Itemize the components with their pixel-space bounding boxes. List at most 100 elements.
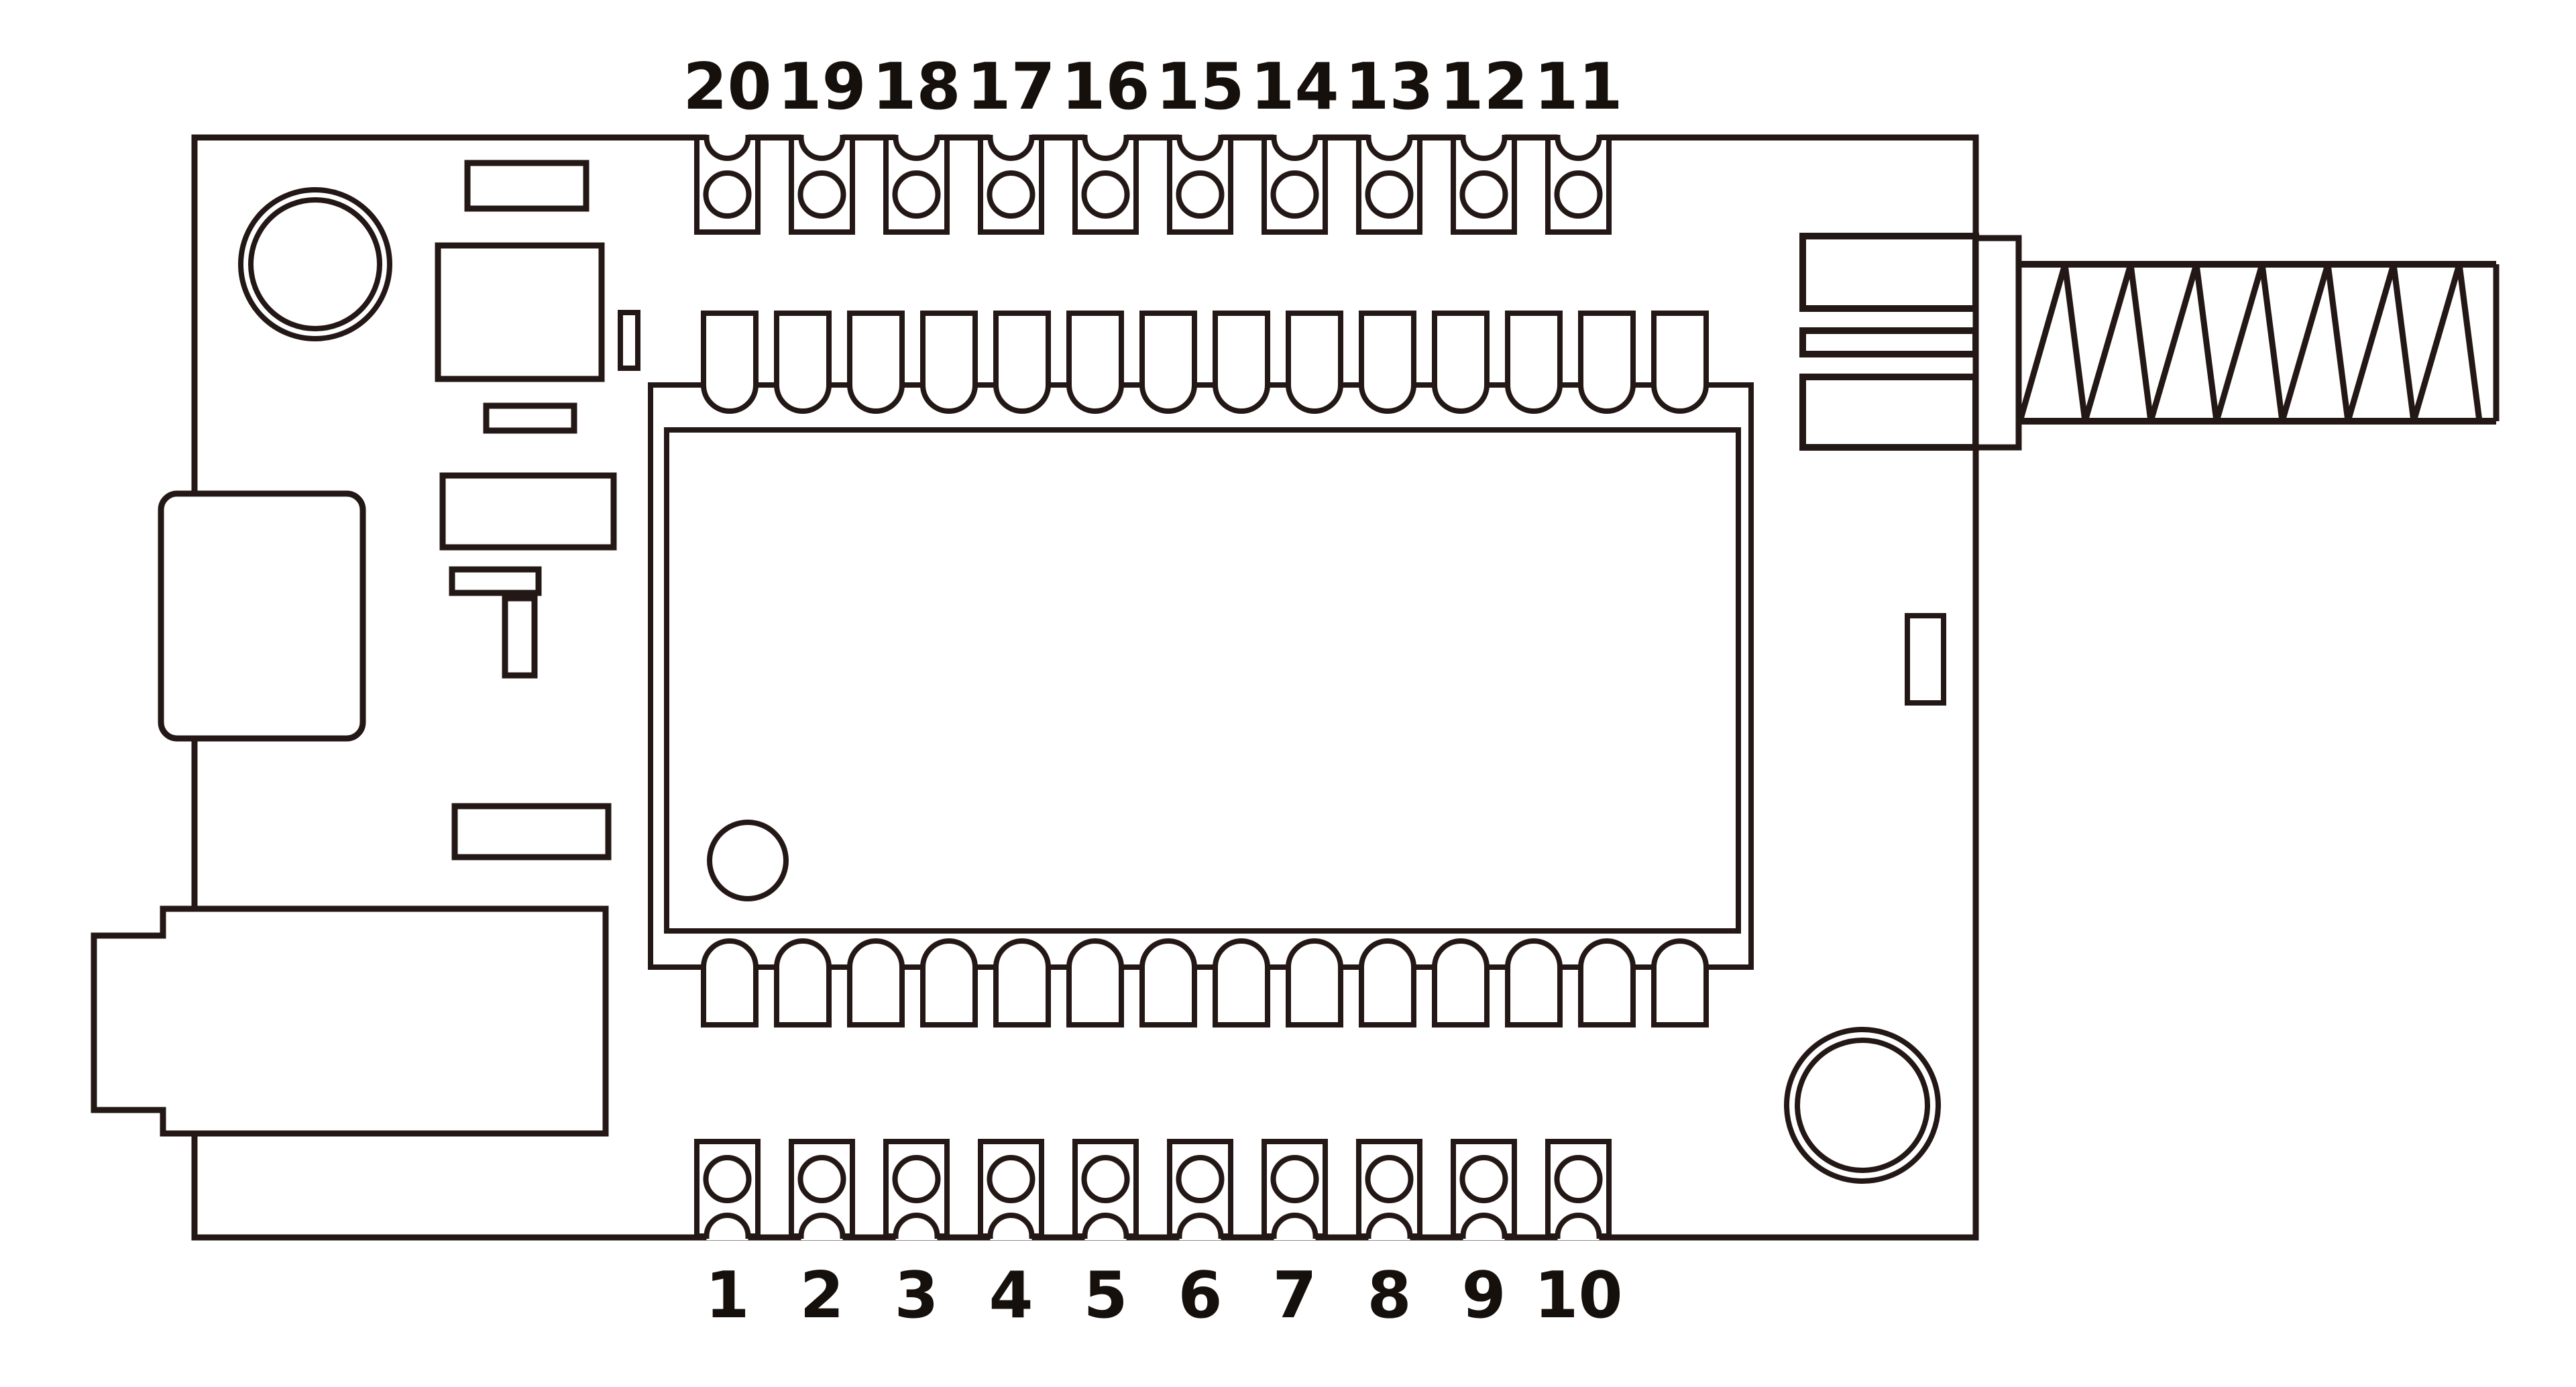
pin-number-label: 12 xyxy=(1439,50,1528,124)
passive-component xyxy=(439,472,617,551)
pin-number-label: 4 xyxy=(989,1259,1033,1333)
pin-through-hole xyxy=(703,1155,752,1203)
module-castellation-tab xyxy=(1139,311,1197,414)
mounting-hole-bottom-right xyxy=(1784,1027,1941,1184)
top-pin: 20 xyxy=(683,50,772,235)
mounting-hole-top-left xyxy=(238,187,392,341)
passive-component xyxy=(451,803,612,861)
bottom-pin: 3 xyxy=(883,1139,950,1333)
module-bottom-castellations xyxy=(701,938,1709,1028)
pin-number-label: 20 xyxy=(683,50,771,124)
module-castellation-tab xyxy=(1066,938,1124,1028)
module-castellation-tab xyxy=(701,311,759,414)
module-castellation-tab xyxy=(1139,938,1197,1028)
pin-number-label: 2 xyxy=(799,1259,844,1333)
pin-through-hole xyxy=(1270,170,1319,219)
passive-component xyxy=(618,310,640,371)
bottom-pin: 2 xyxy=(789,1139,855,1333)
bottom-pin: 5 xyxy=(1072,1139,1139,1333)
module-castellation-tab xyxy=(1432,311,1490,414)
module-castellation-tab xyxy=(774,938,832,1028)
pin-number-label: 14 xyxy=(1250,50,1339,124)
module-castellation-tab xyxy=(1286,311,1343,414)
module-castellation-tab xyxy=(1578,938,1636,1028)
pin-through-hole xyxy=(892,170,941,219)
module-castellation-tab xyxy=(774,311,832,414)
bottom-pin: 6 xyxy=(1167,1139,1233,1333)
bottom-pin: 8 xyxy=(1356,1139,1422,1333)
pin-number-label: 15 xyxy=(1156,50,1244,124)
rf-module xyxy=(648,311,1754,1028)
bottom-pin: 1 xyxy=(694,1139,761,1333)
pin-through-hole xyxy=(1459,170,1508,219)
pin-through-hole xyxy=(1365,1155,1414,1203)
pin-through-hole xyxy=(1176,170,1225,219)
pin-through-hole xyxy=(1554,1155,1603,1203)
module-shield-outline xyxy=(664,427,1741,934)
module-castellation-tab xyxy=(920,311,978,414)
pin-number-label: 7 xyxy=(1272,1259,1317,1333)
audio-jack-connector xyxy=(91,905,609,1137)
top-pin: 13 xyxy=(1345,50,1434,235)
module-castellation-tab xyxy=(993,938,1051,1028)
pin-through-hole xyxy=(1554,170,1603,219)
module-castellation-tab xyxy=(993,311,1051,414)
pin-through-hole xyxy=(1365,170,1414,219)
top-pin: 17 xyxy=(966,50,1056,235)
usb-connector xyxy=(158,490,366,742)
top-pin: 11 xyxy=(1534,50,1623,235)
pin-number-label: 16 xyxy=(1061,50,1150,124)
pin-through-hole xyxy=(987,1155,1035,1203)
bottom-pin: 4 xyxy=(978,1139,1044,1333)
antenna-block-middle-section xyxy=(1799,327,1979,357)
mounting-hole-outer-ring xyxy=(238,187,392,341)
module-castellation-tab xyxy=(1432,938,1490,1028)
module-castellation-tab xyxy=(1651,311,1709,414)
pin-through-hole xyxy=(703,170,752,219)
pin-through-hole xyxy=(1081,1155,1130,1203)
passive-component xyxy=(464,160,590,212)
pin-through-hole xyxy=(797,1155,846,1203)
passive-component xyxy=(449,566,542,596)
pin1-indicator-dot xyxy=(707,820,789,901)
passive-component xyxy=(1905,613,1946,706)
module-castellation-tab xyxy=(1359,938,1416,1028)
pin-number-label: 19 xyxy=(777,50,866,124)
bottom-pin: 9 xyxy=(1451,1139,1517,1333)
bottom-pin: 7 xyxy=(1262,1139,1328,1333)
module-castellation-tab xyxy=(1213,311,1270,414)
module-castellation-tab xyxy=(1213,938,1270,1028)
top-pin: 12 xyxy=(1439,50,1528,235)
antenna-edge-mount-strip xyxy=(1972,235,2022,451)
spring-antenna xyxy=(2017,261,2500,425)
mounting-hole-inner-ring xyxy=(248,197,382,331)
module-castellation-tab xyxy=(1578,311,1636,414)
top-pin: 19 xyxy=(777,50,866,235)
pin-through-hole xyxy=(1176,1155,1225,1203)
pin-number-label: 11 xyxy=(1534,50,1622,124)
module-outline xyxy=(648,382,1754,970)
pin-number-label: 1 xyxy=(705,1259,749,1333)
pin-number-label: 5 xyxy=(1083,1259,1127,1333)
pin-through-hole xyxy=(987,170,1035,219)
mounting-hole-outer-ring xyxy=(1784,1027,1941,1184)
top-pin: 16 xyxy=(1061,50,1150,235)
antenna-block-bottom-section xyxy=(1799,374,1979,451)
pin-through-hole xyxy=(1459,1155,1508,1203)
pin-number-label: 9 xyxy=(1461,1259,1506,1333)
antenna-block-top-section xyxy=(1799,233,1979,312)
module-castellation-tab xyxy=(847,311,905,414)
pin-through-hole xyxy=(1081,170,1130,219)
module-castellation-tab xyxy=(701,938,759,1028)
antenna-coil-zigzag xyxy=(2017,263,2483,423)
top-pin: 15 xyxy=(1156,50,1245,235)
pin-through-hole xyxy=(892,1155,941,1203)
top-pin: 18 xyxy=(872,50,961,235)
module-castellation-tab xyxy=(1066,311,1124,414)
pin-number-label: 3 xyxy=(894,1259,938,1333)
pin-number-label: 6 xyxy=(1178,1259,1222,1333)
